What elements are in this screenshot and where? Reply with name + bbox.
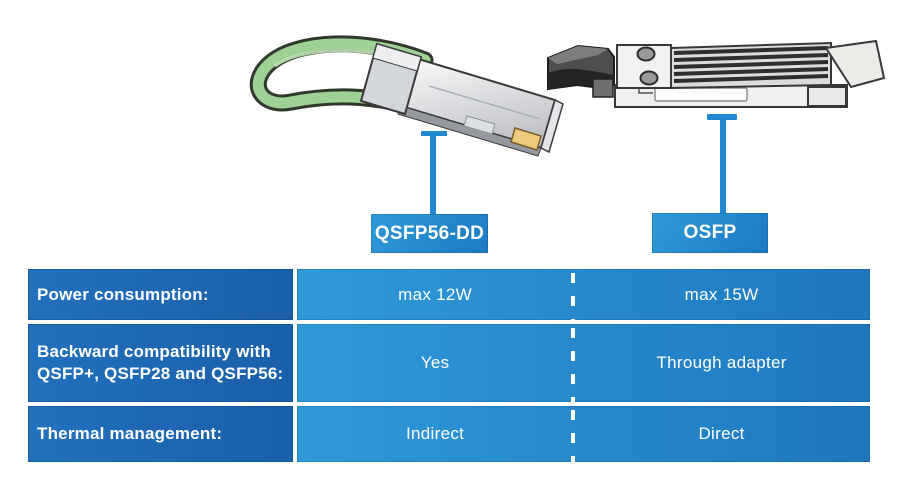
value-osfp-thermal: Direct (698, 424, 745, 443)
row-values-thermal-management: Indirect Direct (297, 406, 870, 462)
qsfp56-dd-module-image (249, 35, 564, 157)
module-label-qsfp56-dd: QSFP56-DD (371, 214, 488, 253)
row-label-text-line2: QSFP+, QSFP28 and QSFP56: (37, 364, 284, 383)
value-qsfp56dd-thermal: Indirect (406, 424, 465, 443)
row-label-text: Thermal management: (37, 424, 223, 444)
dashed-divider (571, 273, 576, 320)
row-values-power-consumption: max 12W max 15W (297, 269, 870, 320)
module-label-qsfp56-dd-text: QSFP56-DD (374, 222, 485, 244)
row-label-power-consumption: Power consumption: (28, 269, 293, 320)
row-label-backward-compatibility: Backward compatibility with QSFP+, QSFP2… (28, 324, 293, 402)
qsfp-collar (359, 42, 423, 116)
comparison-table: Power consumption: max 12W max 15W Backw… (28, 269, 870, 462)
value-qsfp56dd-power: max 12W (398, 284, 473, 304)
value-osfp-power: max 15W (684, 284, 759, 304)
osfp-module-image (547, 39, 886, 108)
row-label-thermal-management: Thermal management: (28, 406, 293, 462)
row-values-backward-compatibility: Yes Through adapter (297, 324, 870, 402)
value-osfp-compatibility: Through adapter (656, 353, 787, 372)
connector-line-right (720, 117, 726, 214)
row-label-text: Power consumption: (37, 284, 209, 304)
dashed-divider (571, 328, 576, 402)
row-label-text-line1: Backward compatibility with (37, 342, 272, 362)
osfp-body (614, 39, 886, 108)
value-qsfp56dd-compatibility: Yes (420, 353, 450, 372)
dashed-divider (571, 410, 576, 462)
cable-boot-icon (547, 44, 615, 98)
module-label-osfp: OSFP (652, 213, 768, 253)
module-label-osfp-text: OSFP (683, 222, 737, 243)
qsfp-body (397, 56, 564, 157)
connector-line-left (430, 133, 436, 215)
